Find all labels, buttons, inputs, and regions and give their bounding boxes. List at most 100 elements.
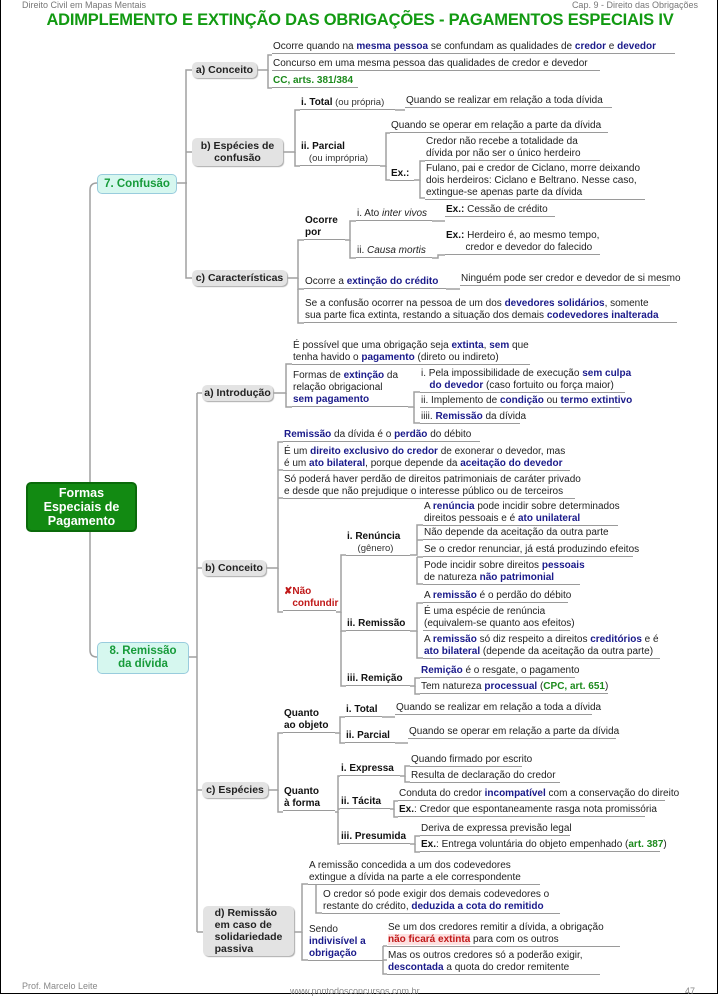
- node-causa-mortis[interactable]: ii. Causa mortis: [356, 245, 432, 258]
- text-segment: extinção do crédito: [346, 276, 439, 287]
- leaf-presumida-1: Deriva de expressa previsão legal: [420, 823, 572, 836]
- text-segment: i. Ato: [357, 208, 383, 219]
- text-segment: (direto ou indireto): [414, 352, 499, 363]
- node-introducao[interactable]: a) Introdução: [202, 385, 273, 401]
- node-ex[interactable]: Ex.:: [390, 168, 414, 181]
- text-segment: Concurso em uma mesma pessoa das qualida…: [273, 58, 588, 69]
- header-chapter: Cap. 9 - Direito das Obrigações: [571, 0, 698, 10]
- footer-site: www.pontodosconcursos.com.br: [290, 986, 420, 996]
- text-segment: Ex.:: [446, 230, 465, 241]
- text-segment: É um: [284, 446, 311, 457]
- node-total[interactable]: i. Total (ou própria): [300, 97, 395, 110]
- node-confusao-especies[interactable]: b) Espécies de confusão: [192, 138, 283, 166]
- leaf-inter-vivos-ex: Ex.: Cessão de crédito: [445, 204, 555, 217]
- node-solidariedade-passiva[interactable]: d) Remissão em caso de solidariedade pas…: [203, 906, 294, 956]
- text-segment: , somente sua parte fica extinta, restan…: [305, 298, 649, 321]
- text-segment: de natureza: [424, 572, 477, 583]
- text-segment: art. 387: [628, 839, 664, 850]
- node-esp-parcial[interactable]: ii. Parcial: [345, 730, 395, 743]
- node-indivisivel[interactable]: Sendo indivisível a obrigação: [308, 924, 383, 961]
- text-segment: Não depende da aceitação da outra parte: [424, 527, 609, 538]
- text-segment: Ocorre quando na: [273, 41, 357, 52]
- text-segment: ii. Parcial: [346, 730, 390, 741]
- text-segment: ii. Parcial: [301, 141, 345, 152]
- text-segment: ✘: [284, 586, 293, 597]
- text-segment: (caso fortuito ou força maior): [483, 380, 614, 391]
- text-segment: Se um dos credores remitir a dívida, a o…: [388, 922, 604, 933]
- node-confusao-caracteristicas[interactable]: c) Características: [192, 270, 287, 286]
- leaf-esp-parcial: Quando se operar em relação a parte da d…: [408, 726, 620, 739]
- text-segment: Ex.: [399, 804, 415, 815]
- text-segment: para com os outros: [470, 934, 559, 945]
- node-presumida[interactable]: iii. Presumida: [340, 831, 410, 844]
- text-segment: sem pagamento: [293, 394, 370, 405]
- text-segment: Deriva de expressa previsão legal: [421, 823, 572, 834]
- text-segment: descontada: [388, 962, 444, 973]
- text-segment: A remissão concedida a um dos codevedore…: [309, 860, 521, 883]
- text-segment: É possível que uma obrigação seja: [293, 340, 452, 351]
- node-remissao-especies[interactable]: c) Espécies: [202, 782, 268, 798]
- node-remissao[interactable]: ii. Remissão: [346, 618, 410, 631]
- text-segment: deduzida a cota do remitido: [411, 901, 544, 912]
- text-segment: A: [424, 634, 433, 645]
- text-segment: renúncia: [432, 501, 475, 512]
- text-segment: pessoais: [541, 560, 585, 571]
- text-segment: i. Expressa: [341, 763, 394, 774]
- leaf-remicao-1: Remição é o resgate, o pagamento: [420, 665, 579, 678]
- text-segment: Cessão de crédito: [464, 204, 548, 215]
- text-segment: A: [424, 501, 433, 512]
- node-nao-confundir[interactable]: ✘Não confundir: [283, 586, 339, 611]
- text-segment: Quando se operar em relação a parte da d…: [391, 120, 602, 131]
- node-quanto-objeto[interactable]: Quanto ao objeto: [283, 708, 335, 733]
- node-parcial[interactable]: ii. Parcial (ou imprópria): [300, 141, 380, 166]
- text-segment: O credor só pode exigir dos demais codev…: [323, 889, 550, 912]
- text-segment: Se o credor renunciar, já está produzind…: [424, 544, 640, 555]
- leaf-tacita-2: Ex.: Credor que espontaneamente rasga no…: [398, 804, 657, 817]
- text-segment: codevedores inalterada: [546, 310, 659, 321]
- text-segment: Não confundir: [292, 586, 339, 609]
- text-segment: Pode incidir sobre direitos: [424, 560, 542, 571]
- node-ocorre-por[interactable]: Ocorre por: [304, 215, 345, 240]
- text-segment: Quando se operar em relação a parte da d…: [409, 726, 620, 737]
- topic-remissao[interactable]: 8. Remissão da dívida: [97, 642, 189, 674]
- text-segment: Quando se realizar em relação a toda a d…: [396, 702, 602, 713]
- node-remicao[interactable]: iii. Remição: [346, 673, 410, 686]
- node-confusao-conceito[interactable]: a) Conceito: [192, 62, 257, 78]
- text-segment: Ex.: [421, 839, 437, 850]
- text-segment: Ocorre por: [305, 215, 338, 238]
- node-extincao-credito[interactable]: Ocorre a extinção do crédito: [304, 276, 446, 289]
- text-segment: e: [606, 41, 618, 52]
- topic-confusao[interactable]: 7. Confusão: [97, 174, 177, 194]
- text-segment: extinção: [343, 370, 385, 381]
- text-segment: Remição: [421, 665, 463, 676]
- text-segment: é o perdão do débito: [476, 590, 572, 601]
- node-quanto-forma[interactable]: Quanto à forma: [283, 786, 335, 811]
- leaf-remissao-1: A remissão é o perdão do débito: [423, 590, 571, 603]
- text-segment: Herdeiro é, ao mesmo tempo, credor e dev…: [465, 230, 600, 253]
- leaf-esp-total: Quando se realizar em relação a toda a d…: [395, 702, 601, 715]
- root-node-formas-especiais[interactable]: Formas Especiais de Pagamento: [26, 482, 137, 532]
- node-tacita[interactable]: ii. Tácita: [340, 796, 390, 809]
- text-segment: condição: [499, 395, 544, 406]
- node-esp-total[interactable]: i. Total: [345, 704, 382, 717]
- node-expressa[interactable]: i. Expressa: [340, 763, 400, 776]
- text-segment: Sendo: [309, 924, 338, 935]
- leaf-indivisivel-2: Mas os outros credores só a poderão exig…: [387, 950, 600, 975]
- text-segment: indivisível a obrigação: [309, 936, 366, 959]
- text-segment: Conduta do credor: [399, 788, 485, 799]
- text-segment: iiii.: [421, 411, 436, 422]
- text-segment: : Entrega voluntária do objeto empenhado…: [436, 839, 629, 850]
- text-segment: Ex.:: [446, 204, 465, 215]
- page-title: ADIMPLEMENTO E EXTINÇÃO DAS OBRIGAÇÕES -…: [46, 11, 674, 29]
- node-remissao-conceito[interactable]: b) Conceito: [202, 560, 266, 576]
- text-segment: creditórios: [590, 634, 642, 645]
- leaf-intro-1: É possível que uma obrigação seja extint…: [292, 340, 530, 365]
- leaf-solidariedade-1: A remissão concedida a um dos codevedore…: [308, 860, 540, 885]
- leaf-rc-1: Remissão da dívida é o perdão do débito: [283, 429, 480, 442]
- text-segment: ii. Tácita: [341, 796, 382, 807]
- leaf-forma-1: i. Pela impossibilidade de execução sem …: [420, 368, 631, 393]
- node-inter-vivos[interactable]: i. Ato inter vivos: [356, 208, 432, 221]
- text-segment: : Credor que espontaneamente rasga nota …: [414, 804, 657, 815]
- node-formas-extincao[interactable]: Formas de extinção da relação obrigacion…: [292, 370, 408, 407]
- node-renuncia[interactable]: i. Renúncia (gênero): [346, 531, 410, 556]
